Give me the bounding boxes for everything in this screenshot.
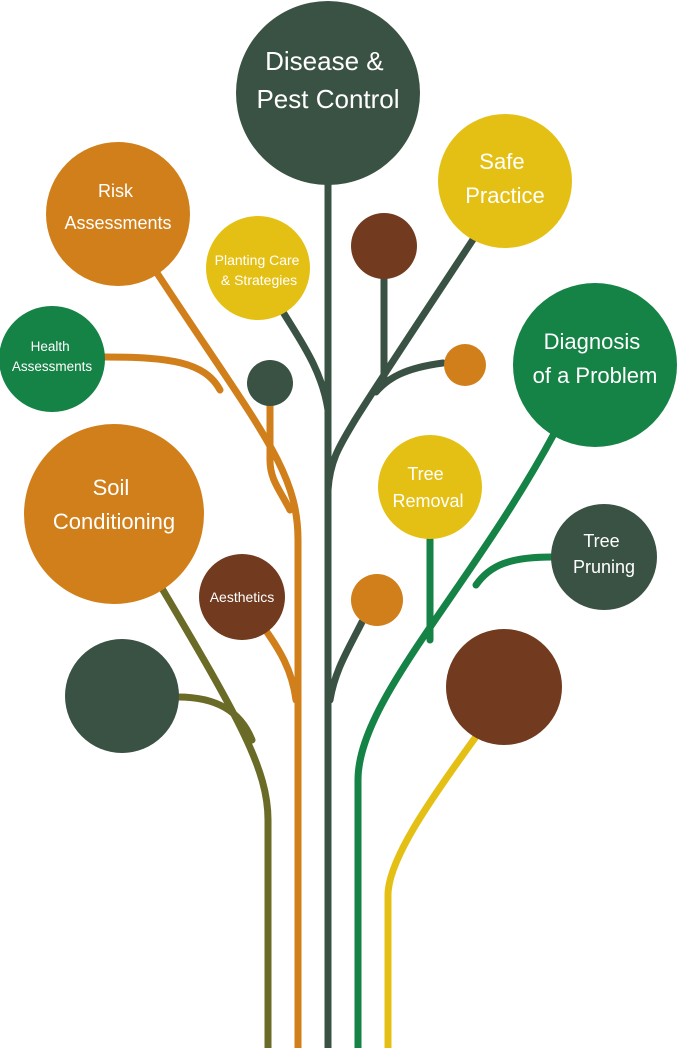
node-orange-circle-small (444, 344, 486, 386)
node-safe-practice: Safe Practice (438, 114, 572, 248)
branch-tree-pruning (472, 553, 556, 589)
branch-planting-care (279, 308, 332, 414)
node-circle (236, 1, 420, 185)
node-label: Tree Pruning (573, 531, 635, 577)
node-circle (513, 283, 677, 447)
node-dark-circle-large (65, 639, 179, 753)
branch-soil-conditioning (156, 581, 272, 1048)
node-tree-pruning: Tree Pruning (551, 504, 657, 610)
node-brown-circle-large (446, 629, 562, 745)
node-circle (24, 424, 204, 604)
node-circle (206, 216, 310, 320)
node-label: Risk Assessments (64, 181, 171, 233)
node-planting-care: Planting Care & Strategies (206, 216, 310, 320)
node-diagnosis: Diagnosis of a Problem (513, 283, 677, 447)
branch-dark-circle-left (174, 693, 256, 744)
branch-orange-circle-right (372, 359, 447, 396)
branch-health-assessments (101, 353, 224, 394)
node-label: Safe Practice (465, 149, 544, 208)
node-circle (0, 306, 105, 412)
node-label: Tree Removal (392, 464, 463, 511)
node-circle (378, 435, 482, 539)
node-label: Diagnosis of a Problem (533, 329, 658, 388)
node-tree-removal: Tree Removal (378, 435, 482, 539)
branch-diagnosis (354, 428, 559, 1048)
node-label: Health Assessments (12, 339, 93, 374)
node-health-assessments: Health Assessments (0, 306, 105, 412)
node-label: Aesthetics (210, 589, 275, 605)
nodes: Disease & Pest Control Safe Practice Ris… (0, 1, 677, 753)
node-label: Planting Care & Strategies (215, 252, 304, 288)
node-disease-pest-control: Disease & Pest Control (236, 1, 420, 185)
branch-small-dark-circle (266, 401, 294, 514)
node-aesthetics: Aesthetics (199, 554, 285, 640)
branch-brown-circle-large (384, 734, 479, 1048)
branches (101, 176, 559, 1048)
node-circle (438, 114, 572, 248)
node-circle (46, 142, 190, 286)
branch-aesthetics (258, 621, 300, 704)
node-dark-circle-small (247, 360, 293, 406)
node-circle (199, 554, 285, 640)
branch-safe-practice (324, 234, 478, 494)
branch-orange-circle-mid (326, 618, 366, 704)
node-brown-circle-small (351, 213, 417, 279)
node-label: Soil Conditioning (53, 475, 175, 534)
node-label: Disease & Pest Control (256, 46, 399, 114)
node-orange-circle-mid (351, 574, 403, 626)
node-circle (551, 504, 657, 610)
node-soil-conditioning: Soil Conditioning (24, 424, 204, 604)
node-risk-assessments: Risk Assessments (46, 142, 190, 286)
